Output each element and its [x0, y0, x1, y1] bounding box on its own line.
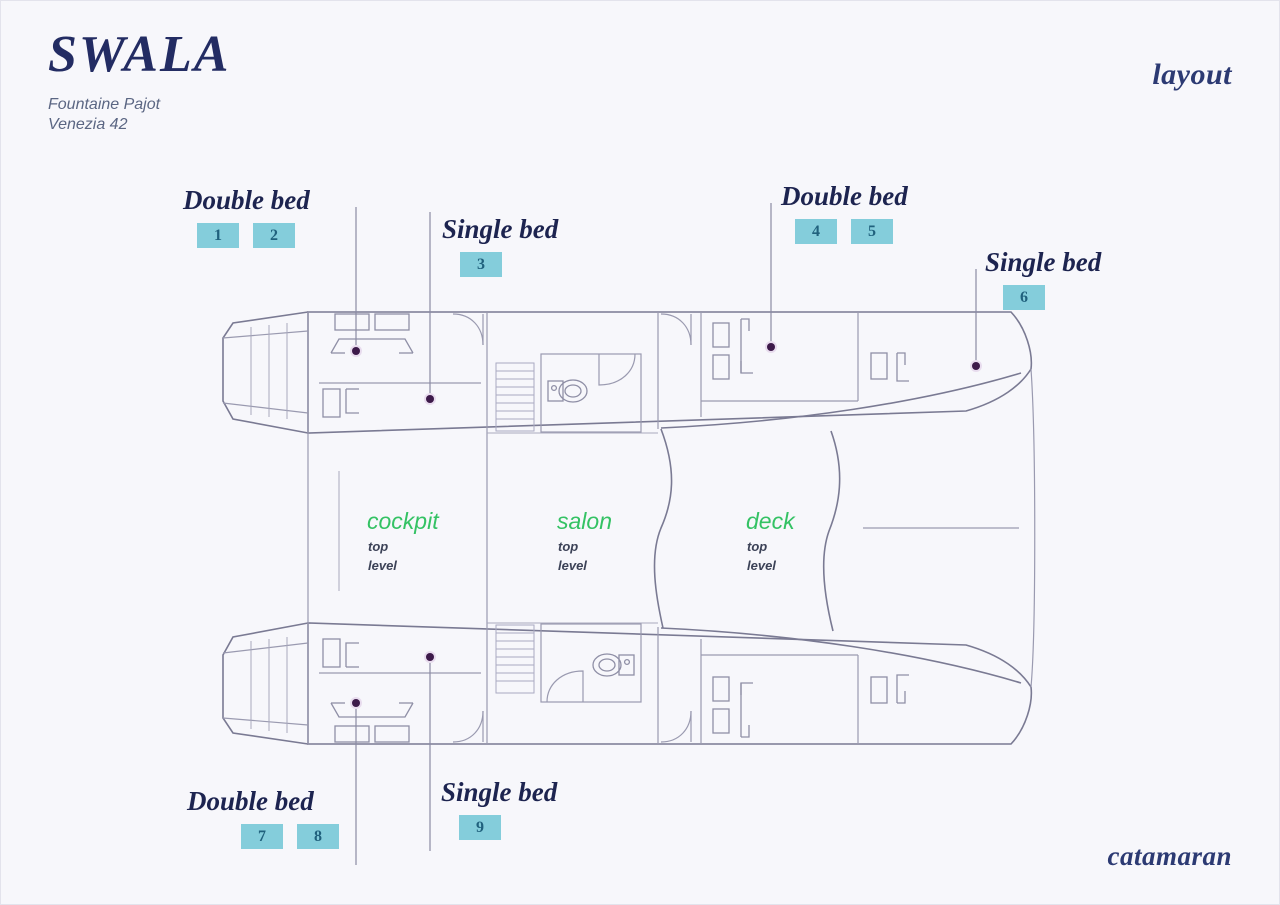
callout-label: Double bed: [183, 185, 310, 215]
bed-badge-1[interactable]: 1: [197, 223, 239, 248]
leader-single-bed-top-left: [424, 212, 436, 405]
room-name: cockpit: [367, 508, 440, 534]
callout-single-bed-bottom-left: Single bed 9: [441, 779, 557, 840]
bed-badge-9[interactable]: 9: [459, 815, 501, 840]
room-sub-line1: top: [747, 539, 767, 554]
badge-row: 1 2: [183, 223, 310, 248]
badge-row: 7 8: [187, 824, 339, 849]
callout-single-bed-top-left: Single bed 3: [442, 216, 558, 277]
room-sub-line1: top: [368, 539, 388, 554]
callout-label: Single bed: [985, 247, 1102, 277]
callout-double-bed-top-right: Double bed 4 5: [781, 183, 908, 244]
brand-block: SWALA Fountaine Pajot Venezia 42: [48, 29, 230, 136]
bed-badge-4[interactable]: 4: [795, 219, 837, 244]
bed-badge-6[interactable]: 6: [1003, 285, 1045, 310]
bed-badge-3[interactable]: 3: [460, 252, 502, 277]
bed-badge-8[interactable]: 8: [297, 824, 339, 849]
room-name: deck: [746, 508, 796, 534]
callout-double-bed-bottom-left: Double bed 7 8: [187, 788, 339, 849]
callout-label: Double bed: [187, 786, 314, 816]
callout-label: Double bed: [781, 181, 908, 211]
badge-row: 6: [985, 285, 1101, 310]
room-sub-line2: level: [558, 558, 587, 573]
leader-double-bed-top-left: [350, 207, 362, 357]
room-sub-line2: level: [368, 558, 397, 573]
head-port: [540, 353, 642, 433]
room-label-deck: deck top level: [746, 508, 796, 573]
boat-model: Venezia 42: [48, 116, 128, 134]
room-label-salon: salon top level: [557, 508, 612, 573]
bed-badge-5[interactable]: 5: [851, 219, 893, 244]
leader-double-bed-bottom-left: [350, 697, 362, 865]
bed-badge-2[interactable]: 2: [253, 223, 295, 248]
bridgedeck: [307, 368, 1036, 688]
stairs-port: [495, 362, 535, 432]
badge-row: 4 5: [781, 219, 908, 244]
port-hull: [222, 311, 1033, 434]
room-sub-line2: level: [747, 558, 776, 573]
badge-row: 3: [442, 252, 558, 277]
boat-builder: Fountaine Pajot: [48, 96, 161, 113]
callout-single-bed-top-right: Single bed 6: [985, 249, 1101, 310]
boat-name: SWALA: [48, 26, 231, 83]
boat-model-block: Fountaine Pajot Venezia 42: [48, 95, 230, 136]
catamaran-caption: catamaran: [1107, 841, 1232, 871]
bed-badge-7[interactable]: 7: [241, 824, 283, 849]
callout-label: Single bed: [442, 214, 559, 244]
room-label-cockpit: cockpit top level: [367, 508, 440, 573]
leader-single-bed-bottom-left: [424, 651, 436, 851]
starboard-hull: [222, 622, 1033, 745]
stairs-starboard: [495, 624, 535, 694]
head-starboard: [540, 623, 642, 703]
room-sub-line1: top: [558, 539, 578, 554]
callout-double-bed-top-left: Double bed 1 2: [183, 187, 310, 248]
callout-label: Single bed: [441, 777, 558, 807]
leader-double-bed-top-right: [765, 203, 777, 353]
leader-single-bed-top-right: [970, 269, 982, 372]
room-name: salon: [557, 508, 612, 534]
layout-caption: layout: [1152, 58, 1232, 91]
badge-row: 9: [441, 815, 557, 840]
